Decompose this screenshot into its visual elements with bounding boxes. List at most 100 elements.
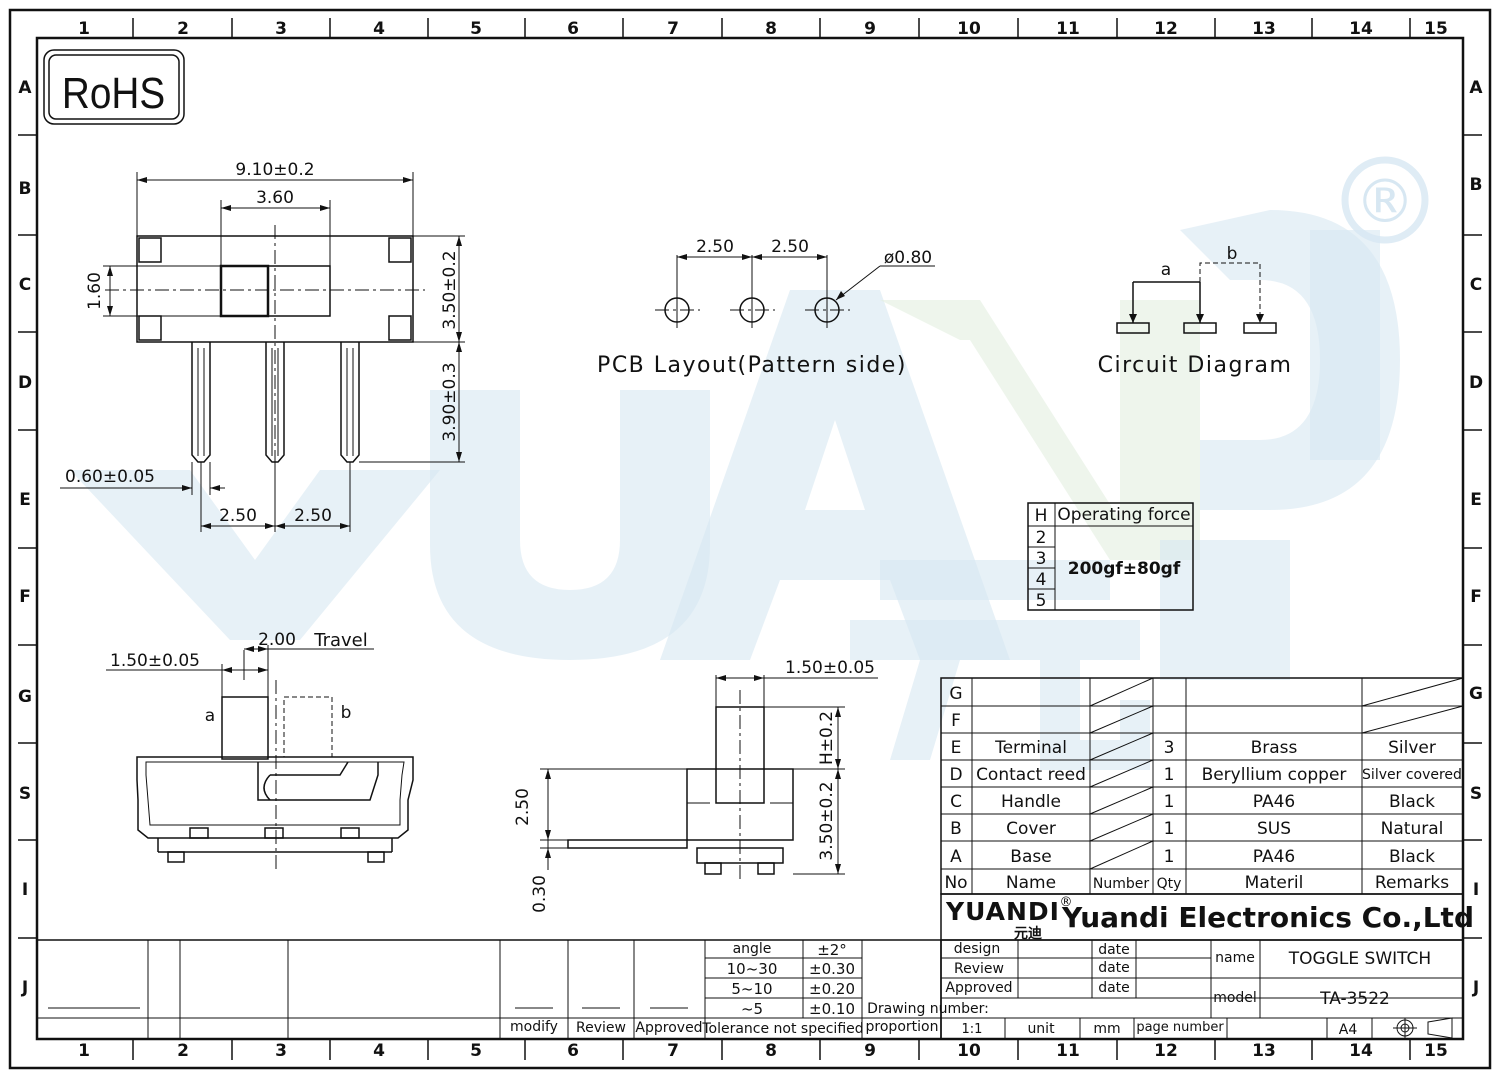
end-body-height: 3.50±0.2 [817, 781, 837, 860]
col-label-top: 2 [177, 19, 189, 39]
bom-header-no: No [944, 873, 967, 893]
col-label-top: 1 [78, 19, 90, 39]
dim-width: 9.10±0.2 [235, 160, 314, 180]
row-label-right: J [1472, 978, 1479, 998]
col-label-bottom: 15 [1424, 1041, 1448, 1061]
pcb-layout: 2.50 2.50 ø0.80 PCB Layout(Pattern side) [597, 237, 935, 378]
col-label-bottom: 12 [1154, 1041, 1178, 1061]
col-label-bottom: 10 [957, 1041, 981, 1061]
rohs-label: RoHS [62, 68, 165, 118]
col-label-bottom: 6 [567, 1041, 579, 1061]
tb-name-value: TOGGLE SWITCH [1288, 949, 1431, 969]
pcb-caption: PCB Layout(Pattern side) [597, 353, 907, 378]
bom-row-id: C [950, 792, 962, 812]
tol-review: Review [576, 1020, 626, 1036]
dim-height: 3.50±0.2 [440, 250, 460, 329]
row-label-left: G [18, 687, 32, 707]
side-view: 1.50±0.05 2.00 Travel a b [106, 630, 414, 870]
bom-row-name: Cover [1006, 819, 1056, 839]
tb-unit-value: mm [1093, 1021, 1120, 1037]
rohs-mark: RoHS [43, 49, 185, 125]
circuit-label-a: a [1161, 260, 1171, 280]
tb-page-number: page number [1136, 1020, 1224, 1035]
tb-name-label: name [1215, 950, 1255, 966]
tolerance-block: angle ±2° 10~30 ±0.30 5~10 ±0.20 ~5 ±0.1… [36, 939, 942, 1040]
watermark: ® [70, 156, 1429, 770]
bom-row-name: Base [1010, 847, 1051, 867]
row-label-left: F [19, 587, 31, 607]
row-label-right: S [1470, 784, 1482, 804]
bom-header-remarks: Remarks [1375, 873, 1449, 893]
company-logo-reg: ® [1060, 895, 1073, 910]
col-label-bottom: 4 [373, 1041, 385, 1061]
bom-row-id: G [949, 684, 962, 704]
company-bar: YUANDI 元迪 ® Yuandi Electronics Co.,Ltd [940, 893, 1474, 942]
col-label-bottom: 9 [864, 1041, 876, 1061]
bom-header-qty: Qty [1157, 876, 1182, 892]
tb-proportion: proportion [866, 1019, 939, 1035]
col-label-top: 9 [864, 19, 876, 39]
bom-row-remark: Silver covered [1362, 767, 1462, 783]
end-height-dim: 2.50 [513, 788, 533, 826]
tol-range: ~5 [741, 1000, 763, 1018]
col-label-bottom: 13 [1252, 1041, 1276, 1061]
company-logo: YUANDI [945, 897, 1060, 926]
bom-row-qty: 1 [1164, 792, 1175, 812]
row-label-left: J [21, 978, 28, 998]
company-logo-cn: 元迪 [1014, 925, 1042, 942]
row-label-right: F [1470, 587, 1482, 607]
circuit-label-b: b [1227, 244, 1238, 264]
bom-row-name: Terminal [994, 738, 1067, 758]
dim-pitch-1: 2.50 [219, 506, 257, 526]
force-value: 200gf±80gf [1068, 559, 1181, 579]
title-block: design Review Approved date date date na… [862, 939, 1464, 1040]
bom-row-remark: Silver [1388, 738, 1436, 758]
row-label-right: G [1469, 684, 1483, 704]
tol-value: ±0.20 [809, 980, 855, 998]
end-actuator-dim: 1.50±0.05 [785, 658, 875, 678]
bom-header-number: Number [1093, 876, 1149, 892]
bom-row-qty: 1 [1164, 765, 1175, 785]
row-label-right: I [1473, 880, 1479, 900]
circuit-caption: Circuit Diagram [1098, 353, 1293, 378]
col-label-top: 4 [373, 19, 385, 39]
tol-range: 5~10 [731, 980, 772, 998]
col-label-top: 15 [1424, 19, 1448, 39]
tb-model-value: TA-3522 [1319, 989, 1390, 1009]
tb-size: A4 [1339, 1022, 1358, 1038]
col-label-bottom: 1 [78, 1041, 90, 1061]
bom-row-name: Contact reed [976, 765, 1086, 785]
bom-row-remark: Black [1389, 792, 1435, 812]
side-travel-label: Travel [313, 630, 368, 651]
row-label-right: C [1470, 275, 1482, 295]
grid-labels: 1 2 3 4 5 6 7 8 9 10 11 12 13 14 15 1 2 … [18, 19, 1483, 1061]
col-label-top: 6 [567, 19, 579, 39]
bom-row-id: A [950, 847, 962, 867]
dim-pin-width: 0.60±0.05 [65, 467, 155, 487]
side-actuator-dim: 1.50±0.05 [110, 651, 200, 671]
side-label-b: b [341, 703, 352, 723]
watermark-registered: ® [1355, 167, 1415, 237]
tol-value: ±0.10 [809, 1000, 855, 1018]
pcb-pitch-1: 2.50 [696, 237, 734, 257]
tol-approved: Approved [635, 1020, 702, 1036]
bom-row-material: Beryllium copper [1202, 765, 1347, 785]
bom-row-material: Brass [1251, 738, 1298, 758]
tb-approved: Approved [945, 980, 1012, 996]
bom-row-id: F [951, 711, 961, 731]
col-label-bottom: 14 [1349, 1041, 1373, 1061]
dim-pitch-2: 2.50 [294, 506, 332, 526]
tb-unit: unit [1027, 1021, 1055, 1037]
tol-value: ±2° [817, 941, 847, 959]
bom-row-id: B [950, 819, 962, 839]
row-label-right: B [1470, 175, 1483, 195]
bom-row-remark: Natural [1381, 819, 1444, 839]
row-label-left: A [18, 78, 32, 98]
dim-slot: 3.60 [256, 188, 294, 208]
tb-design: design [954, 941, 1000, 957]
tb-model-label: model [1213, 990, 1257, 1006]
col-label-bottom: 3 [275, 1041, 287, 1061]
row-label-right: A [1469, 78, 1483, 98]
bom-row-id: D [949, 765, 962, 785]
force-row-id: 5 [1036, 591, 1047, 611]
